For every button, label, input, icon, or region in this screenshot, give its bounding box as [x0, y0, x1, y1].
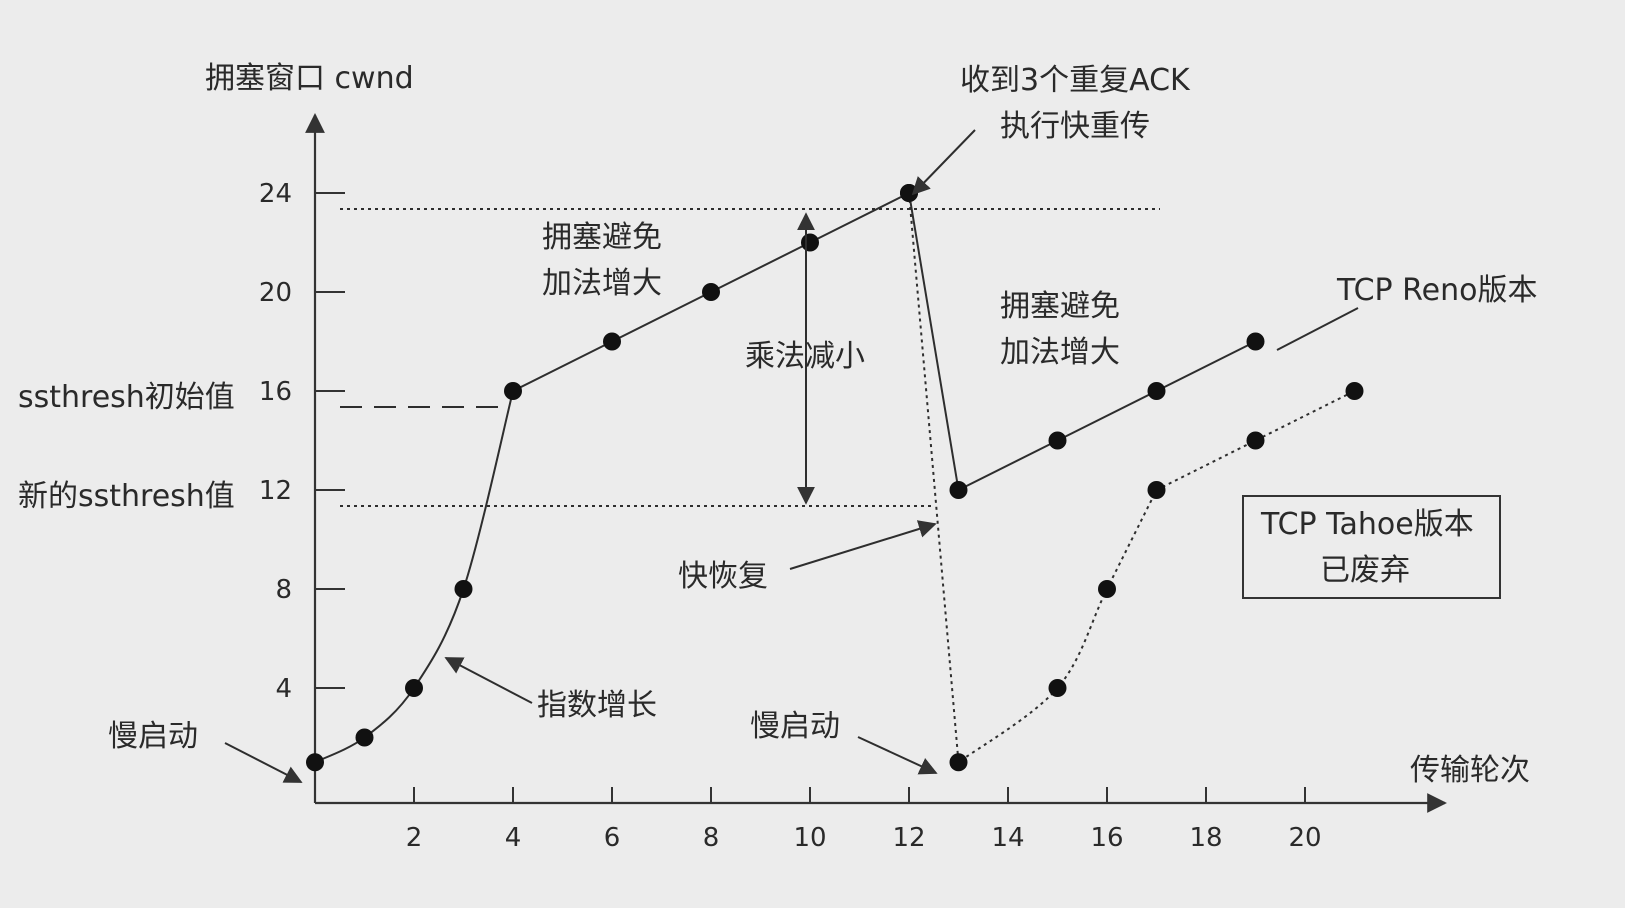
x-tick-label: 6 — [604, 823, 621, 853]
reno-data-point — [603, 332, 621, 351]
y-tick-label: 20 — [259, 278, 292, 308]
tahoe-series-line — [908, 192, 1355, 765]
x-tick-label: 2 — [406, 823, 423, 853]
x-tick-label: 8 — [703, 823, 720, 853]
exp-growth-arrow — [444, 657, 533, 704]
dup-ack-label-line1: 收到3个重复ACK — [960, 63, 1191, 98]
ssthresh-initial-label: ssthresh初始值 — [18, 380, 235, 415]
y-tick-label: 8 — [275, 575, 292, 605]
ca-label-2-line2: 加法增大 — [1000, 335, 1120, 370]
exp-growth-label: 指数增长 — [537, 688, 657, 723]
y-tick-label: 12 — [259, 476, 292, 506]
x-tick-label: 20 — [1288, 823, 1321, 853]
tahoe-data-point — [949, 753, 968, 772]
fast-recovery-label: 快恢复 — [678, 559, 768, 594]
slow-start-arrow-1 — [224, 742, 303, 783]
reno-data-point — [1246, 332, 1265, 351]
reno-data-point — [504, 382, 522, 400]
dup-ack-arrow — [911, 129, 976, 196]
dup-ack-label-line2: 执行快重传 — [1000, 109, 1150, 144]
reno-label: TCP Reno版本 — [1336, 273, 1537, 308]
reno-data-point — [702, 283, 720, 301]
x-tick-label: 4 — [505, 823, 522, 853]
reno-leader-line — [1276, 307, 1359, 351]
slow-start-label-2: 慢启动 — [750, 709, 840, 744]
tahoe-data-point — [1048, 679, 1067, 697]
reno-data-point — [801, 233, 819, 252]
x-tick-marks: 2 4 6 8 10 12 14 16 18 20 — [406, 787, 1322, 853]
reno-series-line — [314, 191, 1256, 764]
reno-data-point — [949, 481, 968, 499]
y-axis-label: 拥塞窗口 cwnd — [205, 61, 414, 96]
y-tick-label: 16 — [259, 377, 292, 407]
tahoe-data-point — [1246, 431, 1265, 450]
slow-start-label-1: 慢启动 — [108, 719, 198, 754]
y-tick-label: 24 — [259, 179, 292, 209]
reno-data-point — [1048, 431, 1067, 450]
x-tick-label: 18 — [1189, 823, 1222, 853]
tahoe-label-line1: TCP Tahoe版本 — [1260, 507, 1474, 542]
x-tick-label: 14 — [991, 823, 1024, 853]
ssthresh-new-label: 新的ssthresh值 — [18, 479, 235, 514]
ca-label-1-line2: 加法增大 — [542, 266, 662, 301]
slow-start-arrow-2 — [857, 736, 938, 775]
reno-data-point — [1147, 382, 1166, 400]
reno-data-point — [355, 728, 374, 747]
tahoe-data-point — [1345, 382, 1364, 400]
series-layer — [306, 184, 1364, 772]
ca-label-2-line1: 拥塞避免 — [1000, 289, 1120, 324]
reno-data-point — [405, 679, 423, 697]
y-tick-label: 4 — [275, 674, 292, 704]
reno-data-point — [306, 753, 324, 772]
ca-label-1-line1: 拥塞避免 — [542, 220, 662, 255]
reno-data-point — [454, 580, 473, 598]
tahoe-data-point — [1098, 580, 1116, 598]
fast-recovery-arrow — [789, 520, 937, 570]
tahoe-data-point — [1147, 481, 1166, 499]
x-tick-label: 12 — [892, 823, 925, 853]
y-tick-marks: 4 8 12 16 20 24 — [259, 179, 345, 704]
x-axis-label: 传输轮次 — [1410, 753, 1530, 788]
x-tick-label: 10 — [793, 823, 826, 853]
mult-decrease-label: 乘法减小 — [745, 339, 865, 374]
tahoe-box — [1242, 495, 1501, 599]
x-tick-label: 16 — [1090, 823, 1123, 853]
tahoe-label-line2: 已废弃 — [1320, 553, 1410, 588]
